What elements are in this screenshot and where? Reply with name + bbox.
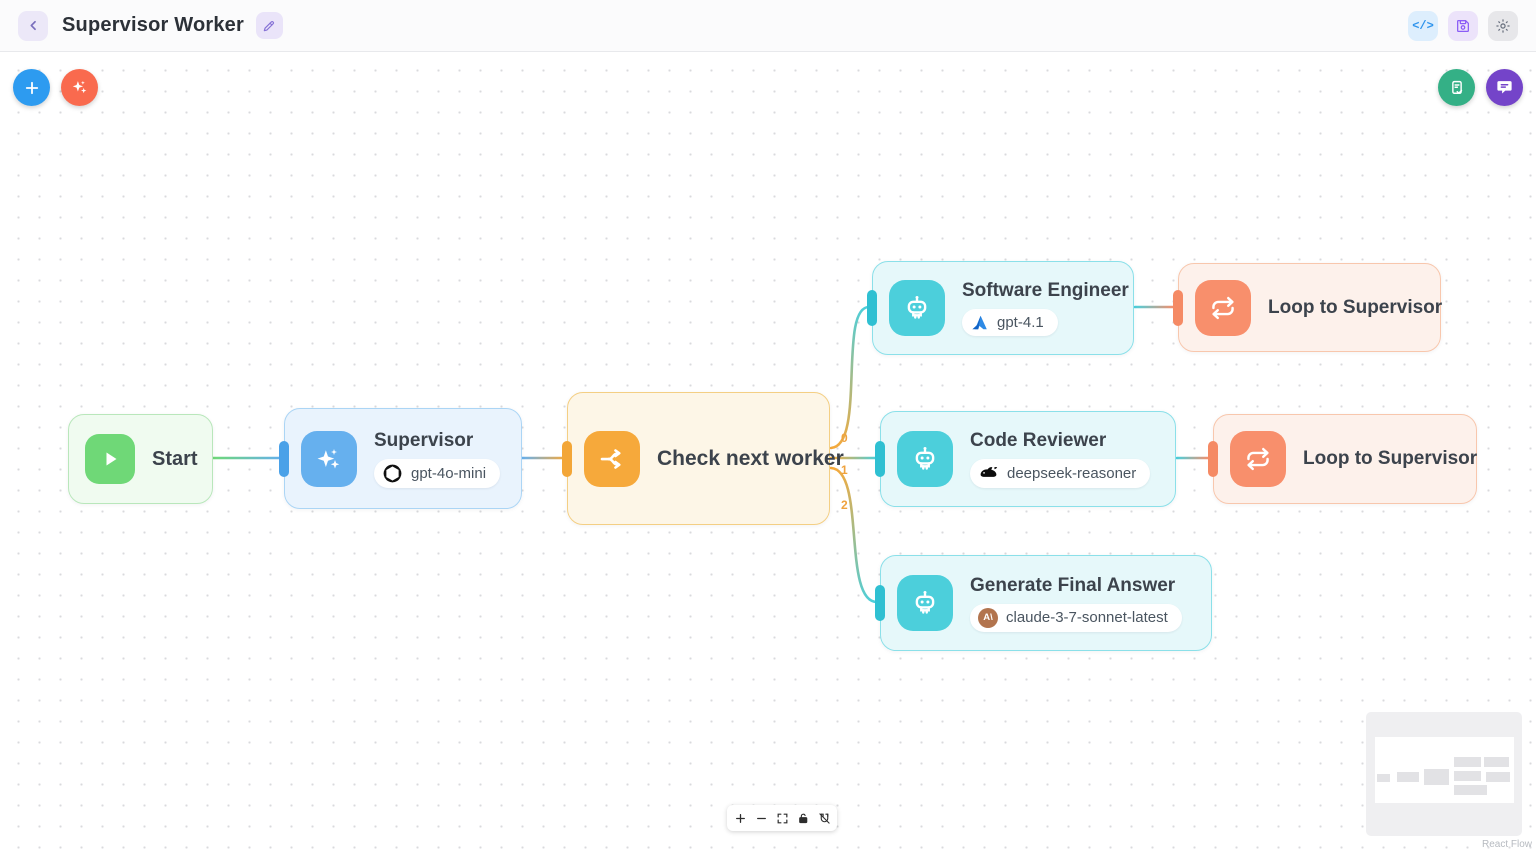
edge-label-0: 0 [841, 431, 848, 445]
azure-logo-icon [972, 315, 987, 330]
minimap-node [1377, 774, 1390, 782]
back-button[interactable] [18, 10, 48, 41]
model-pill: A\ claude-3-7-sonnet-latest [970, 603, 1182, 632]
node-loop-to-supervisor-top[interactable]: Loop to Supervisor [1173, 263, 1443, 352]
minimap-node [1397, 772, 1419, 782]
model-pill: gpt-4.1 [962, 309, 1058, 336]
notes-button[interactable] [1438, 69, 1475, 106]
minus-icon [756, 817, 766, 819]
robot-icon [889, 280, 945, 336]
chevron-left-icon [30, 20, 36, 31]
minimap[interactable] [1366, 712, 1522, 836]
ai-assistant-button[interactable] [61, 69, 98, 106]
chat-bubble-icon [1497, 81, 1512, 94]
edit-title-button[interactable] [255, 12, 283, 39]
deepseek-logo-icon [980, 467, 998, 477]
loop-bottom-target-handle[interactable] [1208, 441, 1218, 477]
node-loop-to-supervisor-bottom[interactable]: Loop to Supervisor [1208, 414, 1478, 504]
save-button[interactable] [1448, 10, 1478, 41]
flow-canvas[interactable]: 0 1 2 Start Supervisor [0, 52, 1536, 852]
branch-icon [584, 430, 640, 487]
gear-icon [1496, 18, 1510, 33]
final-answer-target-handle[interactable] [875, 585, 885, 621]
node-check-next-worker[interactable]: Check next worker [562, 392, 844, 525]
chat-button[interactable] [1486, 69, 1523, 106]
minimap-node [1454, 771, 1481, 781]
openai-logo-icon [383, 464, 402, 482]
node-start-title: Start [152, 447, 198, 470]
node-start[interactable]: Start [68, 414, 213, 504]
pencil-icon [264, 20, 275, 31]
software-engineer-target-handle[interactable] [867, 290, 877, 326]
unlock-icon [798, 813, 807, 823]
robot-icon [897, 431, 953, 487]
model-name: claude-3-7-sonnet-latest [1006, 609, 1168, 626]
code-reviewer-target-handle[interactable] [875, 441, 885, 477]
save-icon [1457, 19, 1469, 32]
node-check-title: Check next worker [657, 446, 844, 470]
sparkles-icon [72, 80, 87, 94]
zoom-controls [727, 805, 837, 831]
loop-icon [1230, 431, 1286, 487]
node-generate-final-answer-title: Generate Final Answer [970, 574, 1176, 596]
zoom-in-button[interactable] [730, 808, 750, 828]
header-bar: Supervisor Worker </> [0, 0, 1536, 52]
node-loop-bottom-title: Loop to Supervisor [1303, 448, 1478, 469]
node-code-reviewer-title: Code Reviewer [970, 430, 1107, 451]
model-name: deepseek-reasoner [1007, 465, 1137, 482]
node-generate-final-answer[interactable]: Generate Final Answer A\ claude-3-7-sonn… [875, 555, 1212, 651]
snap-toggle-button[interactable] [814, 808, 834, 828]
minimap-node [1486, 772, 1510, 782]
node-loop-top-title: Loop to Supervisor [1268, 296, 1443, 318]
code-icon: </> [1412, 18, 1434, 33]
supervisor-target-handle[interactable] [279, 440, 289, 477]
model-name: gpt-4o-mini [411, 464, 487, 482]
magnet-off-icon [818, 812, 830, 824]
react-flow-attribution: React Flow [1481, 839, 1532, 850]
robot-icon [897, 575, 953, 631]
play-icon [85, 434, 135, 484]
sparkles-icon [301, 430, 357, 487]
minimap-node [1424, 769, 1449, 785]
node-supervisor[interactable]: Supervisor gpt-4o-mini [279, 408, 522, 509]
anthropic-logo-icon: A\ [978, 607, 998, 628]
minimap-node [1454, 785, 1487, 795]
lock-button[interactable] [793, 808, 813, 828]
minimap-node [1484, 757, 1509, 767]
model-pill: gpt-4o-mini [374, 458, 501, 488]
node-code-reviewer[interactable]: Code Reviewer deepseek-reasoner [875, 411, 1176, 507]
plus-icon [25, 81, 38, 94]
check-target-handle[interactable] [562, 440, 572, 477]
page-title: Supervisor Worker [62, 14, 244, 36]
add-node-button[interactable] [13, 69, 50, 106]
model-name: gpt-4.1 [997, 314, 1044, 331]
edge-label-1: 1 [841, 463, 848, 477]
plus-icon [735, 813, 745, 823]
view-code-button[interactable]: </> [1408, 10, 1438, 41]
fit-view-button[interactable] [772, 808, 792, 828]
model-pill: deepseek-reasoner [970, 459, 1151, 488]
loop-icon [1195, 279, 1251, 336]
fit-view-icon [777, 813, 787, 823]
zoom-out-button[interactable] [751, 808, 771, 828]
loop-top-target-handle[interactable] [1173, 289, 1183, 326]
node-supervisor-title: Supervisor [374, 429, 474, 451]
edge-label-2: 2 [841, 498, 848, 512]
node-software-engineer[interactable]: Software Engineer gpt-4.1 [867, 261, 1134, 355]
node-software-engineer-title: Software Engineer [962, 280, 1129, 301]
document-check-icon [1451, 80, 1462, 94]
minimap-node [1454, 757, 1481, 767]
settings-button[interactable] [1488, 10, 1518, 41]
